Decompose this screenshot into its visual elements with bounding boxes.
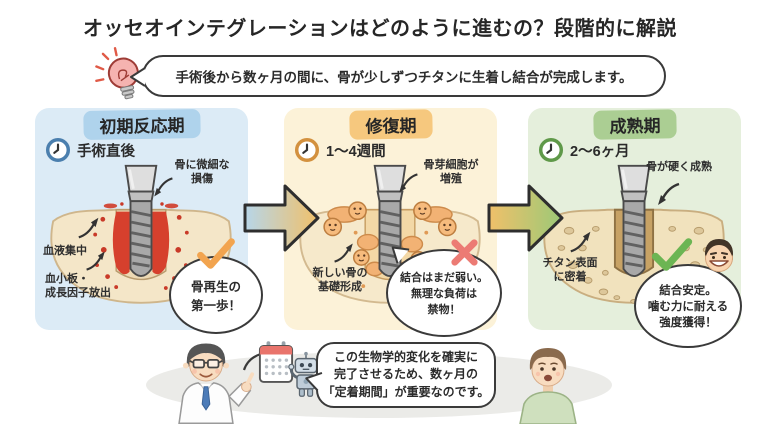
annotation-platelets-growth-factors: 血小板・ 成長因子放出 [45,273,111,300]
patient-illustration [519,348,577,424]
annotation-osteoblast-proliferation: 骨芽細胞が 増殖 [423,159,479,186]
check-icon [650,238,694,271]
lightbulb-icon [95,47,139,100]
tip-speech-bubble: 手術後から数ヶ月の間に、骨が少しずつチタンに生着し結合が完成します。 [130,55,666,97]
phase-timing: 1〜4週間 [326,144,386,160]
calendar-icon [258,341,294,383]
clock-icon [294,137,320,163]
annotation-new-bone-formation: 新しい骨の 基礎形成 [312,267,368,294]
phase-transition-arrow-icon [487,184,564,252]
bubble-tail [130,67,146,87]
annotation-arrow-icon [85,250,107,271]
cross-icon [448,236,481,269]
check-icon [195,238,237,269]
clock-icon [538,137,564,163]
callout-stable-bond: 結合安定。 噛む力に耐える 強度獲得！ [634,264,742,348]
phase-panel-maturation: 成熟期 2〜6ヶ月 骨が硬く成熟 チタン表面 に密着 結合安 [528,108,742,348]
smiling-man-face [705,239,733,272]
callout-weak-bond-warning: 結合はまだ弱い。 無理な負荷は 禁物！ [386,249,502,337]
clock-icon [45,137,71,163]
phase-panel-initial-reaction: 初期反応期 手術直後 骨に微細な 損傷 血液集中 血小板・ 成長因子放出 [35,108,263,334]
tip-text: 手術後から数ヶ月の間に、骨が少しずつチタンに生着し結合が完成します。 [175,70,633,85]
annotation-arrow-icon [398,173,419,194]
annotation-arrow-icon [77,216,100,239]
annotation-bone-hardened: 骨が硬く成熟 [646,161,712,173]
doctor-illustration [178,343,255,424]
annotation-titanium-adhesion: チタン表面 に密着 [542,257,598,284]
phase-timing: 手術直後 [77,144,135,160]
annotation-arrow-icon [569,230,592,253]
annotation-arrow-icon [153,177,174,198]
doctor-speech-bubble: この生物学的変化を確実に 完了させるため、数ヶ月の 「定着期間」が重要なのです。 [316,342,496,408]
phase-panel-repair: 修復期 1〜4週間 骨芽細 [284,108,502,337]
phase-title-badge: 初期反応期 [82,108,201,141]
annotation-bone-microdamage: 骨に微細な 損傷 [174,159,230,186]
phase-title-badge: 成熟期 [592,109,677,140]
callout-bone-regeneration: 骨再生の 第一歩！ [169,256,263,334]
implant-illustration-phase1 [50,164,232,304]
phase-timing: 2〜6ヶ月 [570,144,630,160]
annotation-arrow-icon [333,242,354,263]
annotation-blood-concentration: 血液集中 [43,245,87,257]
page-title: オッセオインテグレーションはどのように進むの？段階的に解説 [82,18,678,40]
phase-title-badge: 修復期 [348,109,433,140]
annotation-arrow-icon [656,182,681,207]
phase-transition-arrow-icon [243,184,320,252]
